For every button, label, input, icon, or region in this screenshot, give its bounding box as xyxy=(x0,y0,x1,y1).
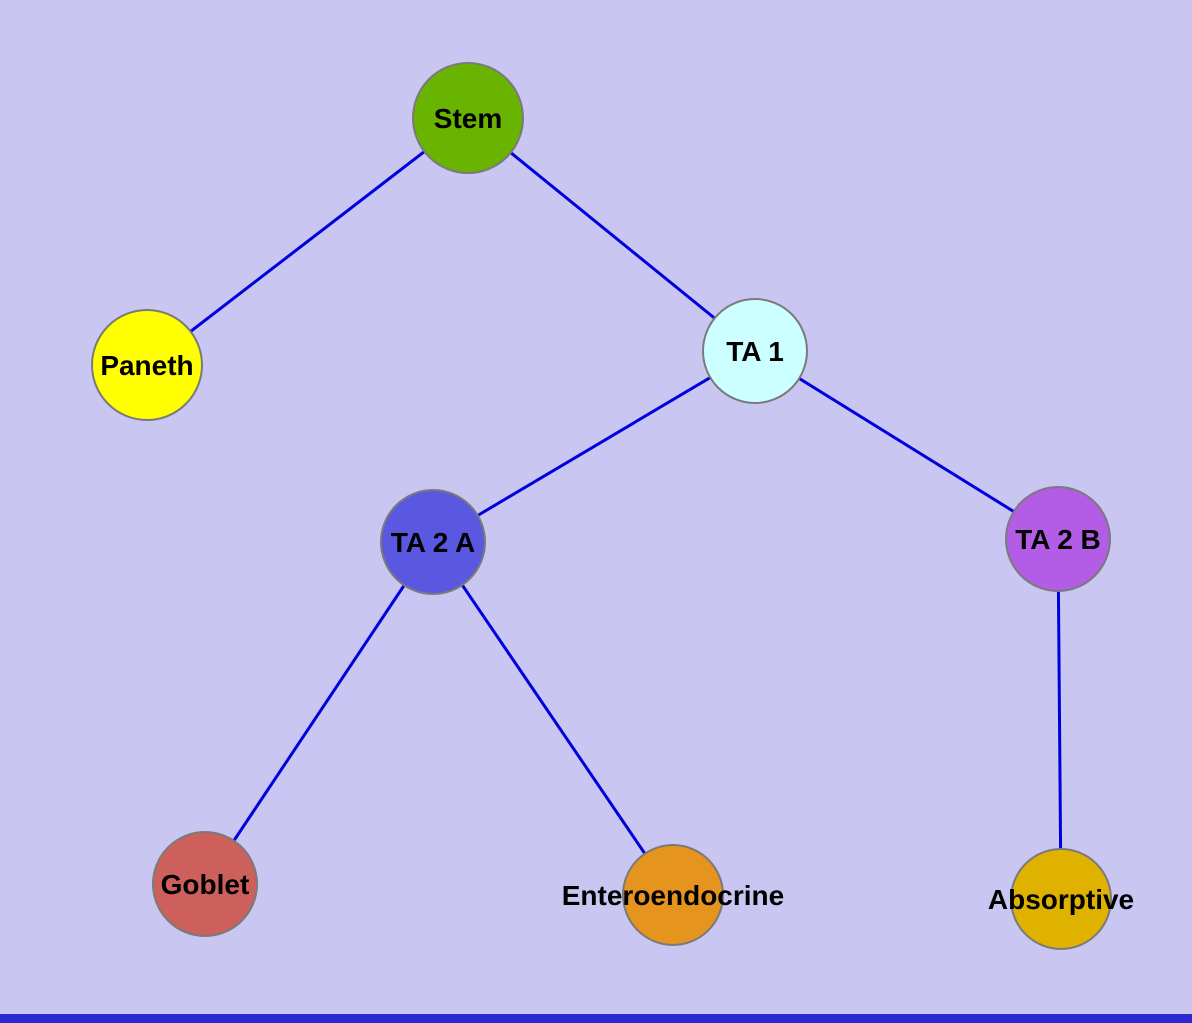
edge-ta1-ta2b xyxy=(754,349,1059,541)
edge-ta2a-enteroendocrine xyxy=(431,541,675,896)
node-absorptive[interactable]: Absorptive xyxy=(988,848,1134,950)
edge-ta2a-goblet xyxy=(203,541,435,885)
node-stem[interactable]: Stem xyxy=(412,62,524,174)
node-label-absorptive: Absorptive xyxy=(988,884,1134,915)
node-label-goblet: Goblet xyxy=(161,869,250,900)
edge-ta2b-absorptive xyxy=(1056,538,1063,900)
edge-stem-paneth xyxy=(146,116,469,367)
node-circle-ta1[interactable] xyxy=(702,298,808,404)
node-goblet[interactable]: Goblet xyxy=(152,831,258,937)
node-ta2b[interactable]: TA 2 B xyxy=(1005,486,1111,592)
node-ta2a[interactable]: TA 2 A xyxy=(380,489,486,595)
node-circle-absorptive[interactable] xyxy=(1010,848,1112,950)
node-paneth[interactable]: Paneth xyxy=(91,309,203,421)
node-circle-paneth[interactable] xyxy=(91,309,203,421)
edge-stem-ta1 xyxy=(467,116,756,353)
node-ta1[interactable]: TA 1 xyxy=(702,298,808,404)
node-label-enteroendocrine: Enteroendocrine xyxy=(562,880,784,911)
node-circle-stem[interactable] xyxy=(412,62,524,174)
node-circle-goblet[interactable] xyxy=(152,831,258,937)
node-label-ta2b: TA 2 B xyxy=(1015,524,1101,555)
node-circle-ta2a[interactable] xyxy=(380,489,486,595)
node-label-ta2a: TA 2 A xyxy=(391,527,476,558)
node-label-ta1: TA 1 xyxy=(726,336,784,367)
node-label-paneth: Paneth xyxy=(100,350,193,381)
node-circle-enteroendocrine[interactable] xyxy=(622,844,724,946)
edge-ta1-ta2a xyxy=(432,349,756,544)
node-label-stem: Stem xyxy=(434,103,502,134)
bottom-border-bar xyxy=(0,1014,1192,1023)
node-enteroendocrine[interactable]: Enteroendocrine xyxy=(562,844,784,946)
node-circle-ta2b[interactable] xyxy=(1005,486,1111,592)
